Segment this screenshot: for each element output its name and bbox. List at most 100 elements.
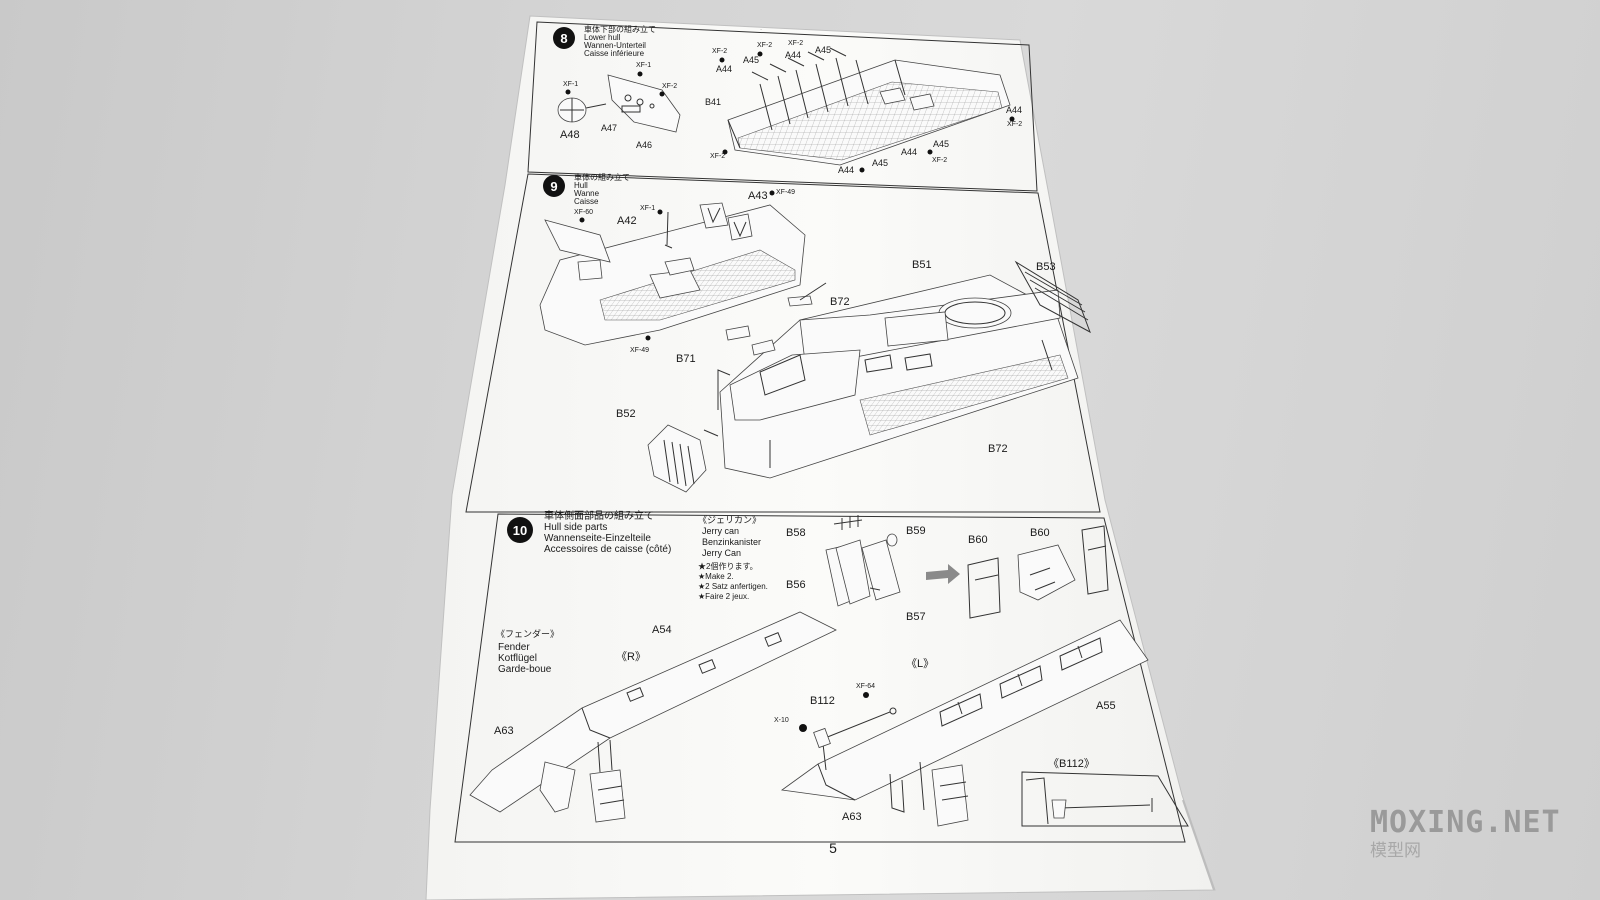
rear-hull-drawing [717,260,1091,479]
part-label: B56 [786,579,806,591]
lower-hull-drawing [727,47,1011,166]
part-label: A44 [838,165,854,175]
part-label: B58 [786,527,806,539]
part-label: A44 [785,50,801,60]
step-8-number: 8 [560,31,567,46]
page-number: 5 [829,840,837,856]
b112-detail-inset [1021,771,1189,827]
part-label: B72 [830,296,850,308]
assembly-arrow [703,282,1053,437]
paint-dot [719,57,725,63]
step-9-title-de: Wanne [574,189,600,198]
part-label: B52 [616,408,636,420]
step-8-border [527,21,1038,192]
part-label: A63 [494,725,514,737]
part-label: A45 [760,28,762,31]
jerry-can-title-ja: 《ジェリカン》 [698,515,761,525]
watermark-logo: MOXING.NET [1370,805,1561,840]
paint-label: XF-2 [788,40,803,47]
part-label: B41 [705,97,721,107]
step-9-number: 9 [550,179,557,194]
step-10-number: 10 [513,523,527,538]
step-10-title-de: Wannenseite-Einzelteile [544,533,651,544]
jerry-can-title-de: Benzinkanister [702,537,761,547]
left-fender-drawing [780,619,1149,827]
paint-label: XF-2 [712,48,727,55]
paint-label: XF-1 [563,81,578,88]
step-10-title-ja: 車体側面部品の組み立て [544,509,654,522]
paint-dot [859,167,865,173]
step-9-panel: 9 車体の組み立て Hull Wanne Caisse [465,172,1101,513]
detail-label: 《B112》 [1048,757,1095,770]
paint-label: XF-2 [1007,121,1022,128]
grille-plate-drawing [647,424,707,493]
jerry-can-note-en: ★Make 2. [698,572,734,581]
jerry-can-title-fr: Jerry Can [702,548,741,558]
step-10-title-en: Hull side parts [544,522,607,533]
part-label: B53 [1036,261,1056,273]
step-8-panel: 8 車体下部の組み立て Lower hull Wannen-Unterteil … [527,21,1038,192]
step-8-title-ja: 車体下部の組み立て [584,24,656,34]
part-label: A45 [815,45,831,55]
part-label: A45 [872,158,888,168]
step-9-badge [543,175,565,197]
part-label: B112 [810,695,835,707]
jerry-can-note-fr: ★Faire 2 jeux. [698,592,749,601]
part-label: B71 [676,353,696,365]
step-9-title-en: Hull [574,181,588,190]
paint-dot [645,335,651,341]
part-label: A63 [842,811,862,823]
paint-dot [1009,116,1015,122]
part-label: B57 [906,611,926,623]
jerry-can-note-ja: ★2個作ります。 [698,561,758,571]
step-8-title-de: Wannen-Unterteil [584,41,646,50]
step-9-title-ja: 車体の組み立て [574,172,630,182]
right-side-label: 《R》 [616,650,646,663]
part-label: A55 [1096,700,1116,712]
part-label: B51 [912,259,932,271]
part-label: A45 [743,55,759,65]
part-label: A42 [617,215,637,227]
paint-label: X-10 [774,717,789,724]
fender-title-ja: 《フェンダー》 [496,628,559,639]
step-8-title-fr: Caisse inférieure [584,49,645,58]
paper-fold-edge [1182,799,1215,891]
step-arrow-icon [926,564,960,584]
step-8-title-en: Lower hull [584,33,621,42]
step-10-border [454,513,1186,843]
paint-label: XF-2 [710,153,725,160]
fender-title-fr: Garde-boue [498,664,552,675]
right-fender-drawing [469,611,837,823]
paint-label: XF-64 [856,683,875,690]
part-label: A46 [636,140,652,150]
paint-label: XF-49 [630,347,649,354]
paint-dot [657,209,663,215]
paint-dot [927,149,933,155]
part-label: A47 [601,123,617,133]
step-8-badge [553,27,575,49]
part-label: A44 [716,64,732,74]
paint-dot [637,71,643,77]
b112-tool-drawing [799,692,897,749]
paint-dot [659,91,665,97]
part-label: B59 [906,525,926,537]
paint-label: XF-60 [574,209,593,216]
paint-dot [579,217,585,223]
left-side-label: 《L》 [906,657,934,670]
step-9-title-fr: Caisse [574,197,599,206]
paint-dot [769,190,775,196]
part-label: A43 [748,190,768,202]
part-label: B60 [1030,527,1050,539]
paint-label: XF-2 [932,157,947,164]
paint-label: XF-1 [636,62,651,69]
part-label: B60 [968,534,988,546]
part-label: A44 [901,147,917,157]
step-10-panel: 10 車体側面部品の組み立て Hull side parts Wannensei… [454,509,1189,843]
step-10-title-fr: Accessoires de caisse (côté) [544,544,671,555]
dash-panel-drawing [607,74,681,133]
part-label: A54 [652,624,672,636]
step-10-badge [507,517,533,543]
fender-title-de: Kotflügel [498,653,537,664]
jerry-can-note-de: ★2 Satz anfertigen. [698,582,768,591]
